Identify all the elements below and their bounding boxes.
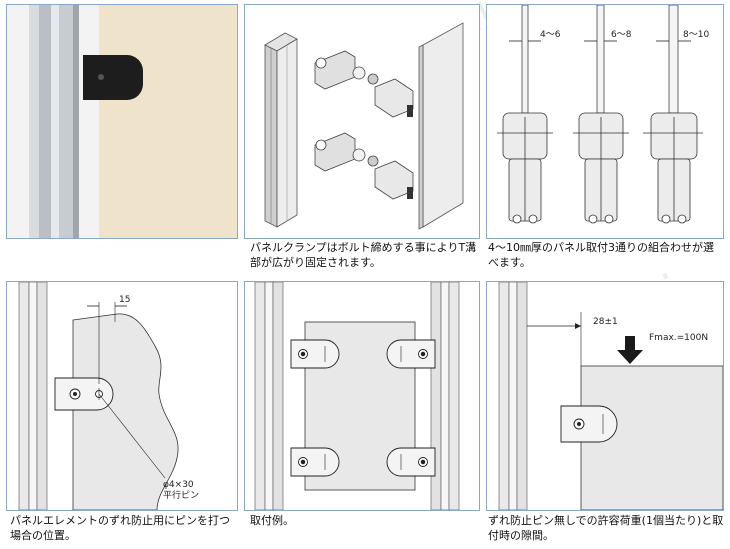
caption-mounting-example: 取付例。	[250, 514, 294, 527]
dim-6-8: 6～8	[611, 30, 632, 40]
dim-8-10: 8～10	[683, 30, 709, 40]
clamp-bottom-right	[386, 447, 436, 477]
force-label: Fmax.=100N	[649, 333, 708, 343]
clamp-section-2	[573, 112, 629, 224]
photo-panel	[6, 4, 238, 239]
caption-load: ずれ防止ピン無しでの許容荷重(1個当たり)と取付時の隙間。	[488, 514, 724, 542]
clamp-top-left	[290, 339, 340, 369]
dim-28: 28±1	[593, 317, 618, 327]
thickness-panel: 4～6 6～8 8～10	[486, 4, 724, 239]
caption-pin-position: パネルエレメントのずれ防止用にピンを打つ場合の位置。	[10, 514, 230, 542]
clamp-set-upper	[314, 50, 414, 118]
dim-15: 15	[119, 295, 130, 305]
pin-position-diagram: 15 φ4×30 平行ピン	[18, 282, 199, 510]
load-panel: 28±1 Fmax.=100N	[486, 281, 724, 511]
clamp-bottom-left	[290, 447, 340, 477]
pin-spec-label: φ4×30	[163, 480, 194, 490]
clamp-section-1	[497, 112, 553, 224]
pin-position-panel: 15 φ4×30 平行ピン	[6, 281, 238, 511]
pin-type-label: 平行ピン	[163, 489, 199, 501]
clamp-section-3	[643, 112, 703, 224]
mounting-example-diagram	[254, 282, 460, 510]
dim-4-6: 4～6	[540, 30, 561, 40]
caption-thickness: 4～10㎜厚のパネル取付3通りの組合わせが選べます。	[488, 241, 714, 269]
caption-exploded: パネルクランプはボルト締めする事によりT溝部が広がり固定されます。	[250, 241, 477, 269]
thickness-diagram: 4～6 6～8 8～10	[497, 5, 709, 224]
clamp-top-right	[386, 339, 436, 369]
load-diagram: 28±1 Fmax.=100N	[498, 282, 723, 510]
exploded-view-panel	[244, 4, 480, 239]
mounting-example-panel	[244, 281, 480, 511]
exploded-view	[264, 22, 464, 230]
clamp-photo	[7, 5, 237, 238]
clamp-set-lower	[314, 132, 414, 200]
